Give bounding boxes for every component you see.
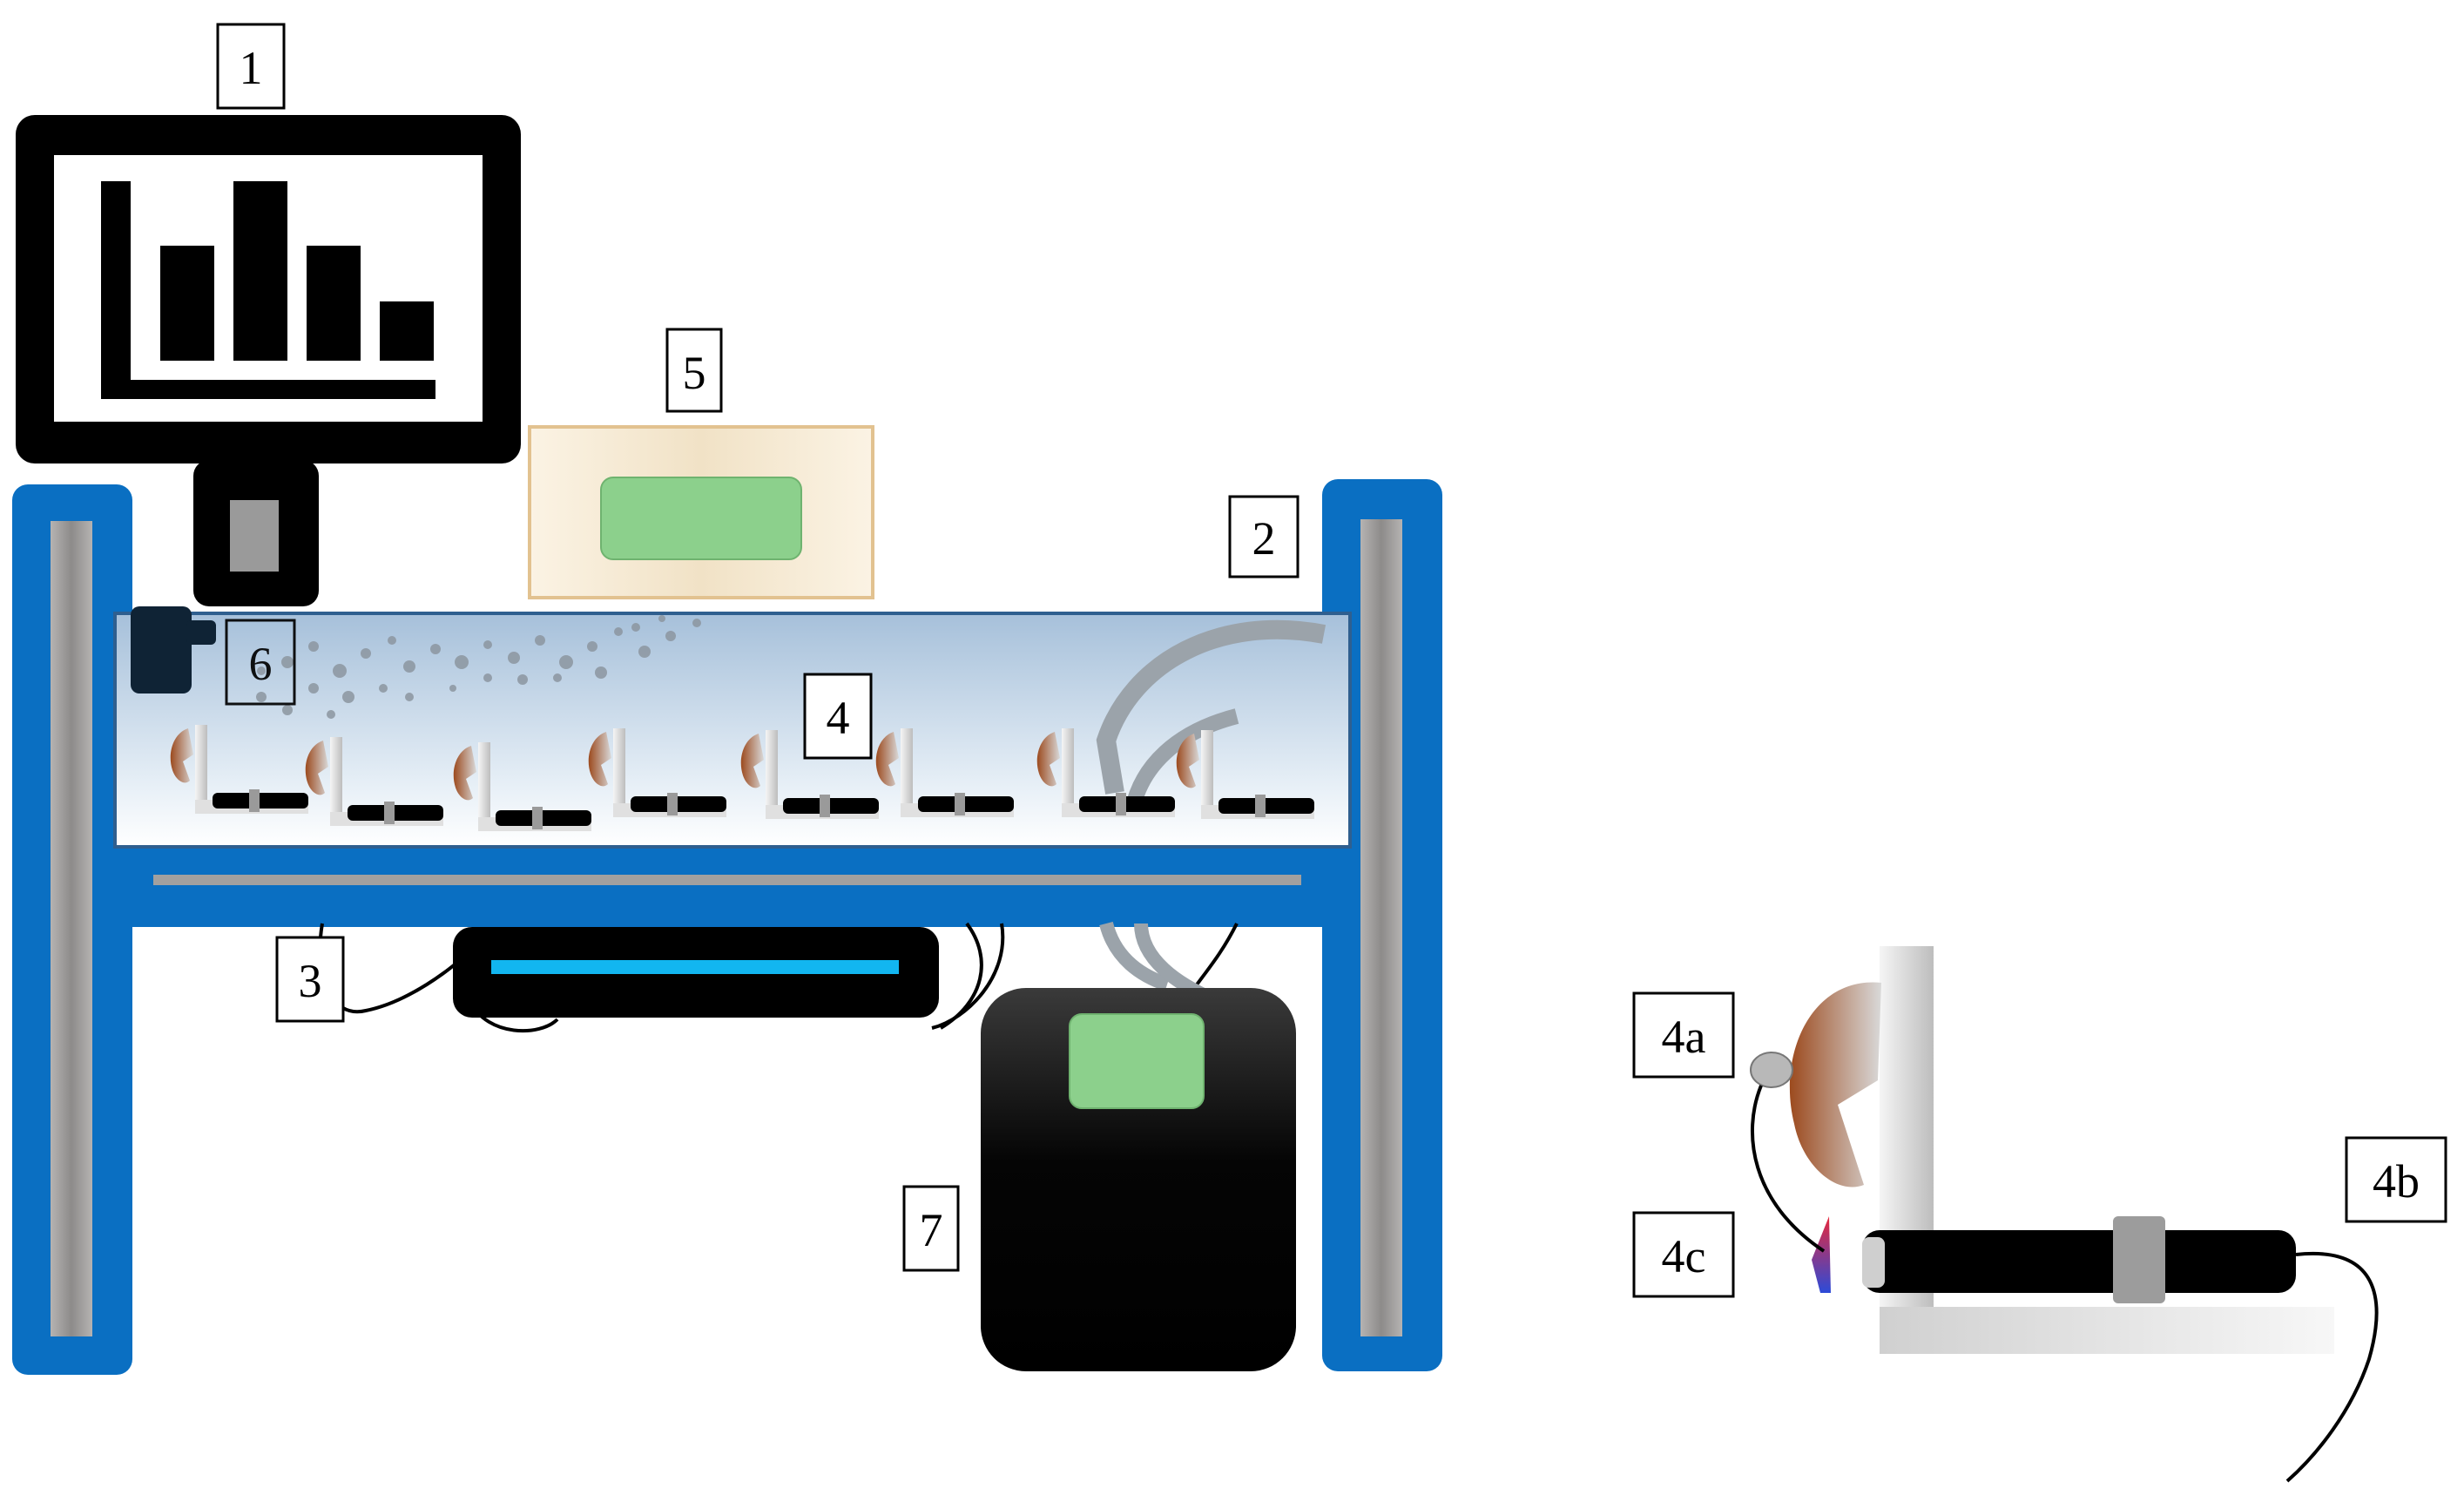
svg-text:5: 5	[683, 347, 706, 399]
power-unit-icon	[981, 921, 1296, 1371]
air-pump-icon	[131, 606, 216, 693]
label-4c: 4c	[1632, 1211, 1735, 1298]
svg-text:1: 1	[240, 42, 263, 94]
svg-text:6: 6	[249, 638, 273, 690]
label-1: 1	[216, 23, 286, 110]
controller-box-icon	[528, 425, 874, 599]
svg-text:4c: 4c	[1662, 1230, 1706, 1282]
label-2: 2	[1228, 495, 1300, 578]
svg-text:2: 2	[1252, 512, 1276, 565]
led-light-bar-icon	[453, 927, 939, 1018]
label-4b: 4b	[2345, 1136, 2447, 1223]
svg-text:4a: 4a	[1662, 1011, 1706, 1063]
label-6: 6	[225, 619, 296, 706]
aquarium-tank	[113, 612, 1352, 849]
svg-text:4b: 4b	[2373, 1155, 2420, 1208]
label-4a: 4a	[1632, 991, 1735, 1079]
air-bubbles	[256, 615, 701, 719]
label-4: 4	[803, 673, 873, 760]
label-5: 5	[665, 328, 723, 413]
label-7: 7	[902, 1185, 960, 1272]
label-3: 3	[275, 936, 345, 1023]
bar-chart-monitor-icon	[16, 115, 521, 606]
tank-stand-frame	[12, 479, 1442, 1375]
svg-text:4: 4	[827, 692, 850, 744]
svg-text:7: 7	[920, 1204, 943, 1256]
coral-holder-detail	[1750, 946, 2379, 1483]
svg-text:3: 3	[299, 955, 322, 1007]
